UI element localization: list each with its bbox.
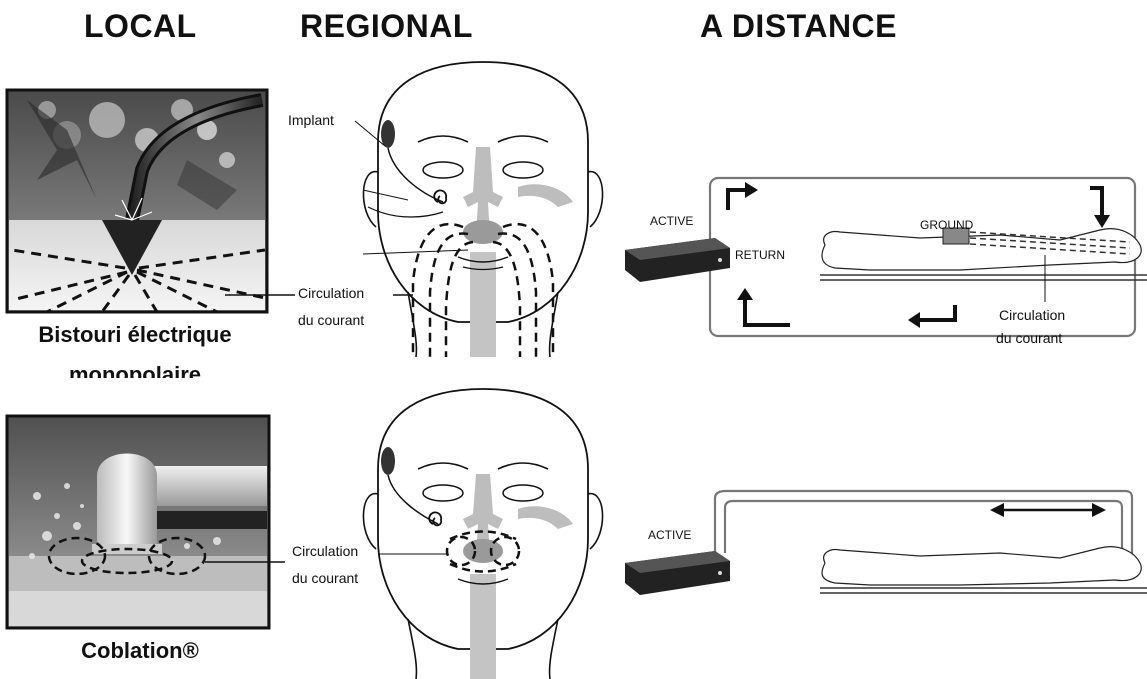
ground-label: GROUND: [920, 217, 973, 234]
header-distance: A DISTANCE: [700, 8, 897, 45]
head-implant-illustration-2: [358, 389, 608, 679]
monopolar-circuit-diagram: [620, 170, 1147, 370]
head-implant-illustration-1: [358, 62, 608, 357]
local-caption-1: Bistouri électrique monopolaire: [0, 322, 270, 378]
regional-current-label-1: Circulation du courant: [298, 285, 393, 325]
regional-current-line2: du courant: [298, 312, 364, 325]
coblation-pointer-line: [205, 560, 285, 564]
coblation-caption: Coblation®: [60, 638, 220, 664]
active-label-2: ACTIVE: [648, 527, 691, 544]
distance-current-line1: Circulation: [999, 307, 1065, 324]
distance-current-line2: du courant: [996, 330, 1062, 347]
regional-current2-line1: Circulation: [292, 543, 358, 560]
implant-label: Implant: [288, 112, 334, 129]
regional-current2-line2: du courant: [292, 570, 358, 583]
monopolar-caption-line1: Bistouri électrique: [0, 322, 270, 348]
active-label-1: ACTIVE: [650, 213, 693, 230]
monopolar-electrode-illustration: [7, 90, 267, 312]
monopolar-caption-line2: monopolaire: [0, 362, 270, 378]
regional-current-label-2: Circulation du courant: [292, 543, 382, 583]
regional-current-line1: Circulation: [298, 285, 364, 302]
coblation-wand-illustration: [7, 416, 269, 628]
local-current-pointer-line: [225, 293, 295, 297]
implant-pointer-line: [355, 121, 385, 146]
bipolar-circuit-diagram: [620, 488, 1147, 628]
return-label: RETURN: [735, 247, 785, 264]
header-local: LOCAL: [84, 8, 197, 45]
regional-current-pointer-1: [393, 293, 413, 297]
header-regional: REGIONAL: [300, 8, 473, 45]
